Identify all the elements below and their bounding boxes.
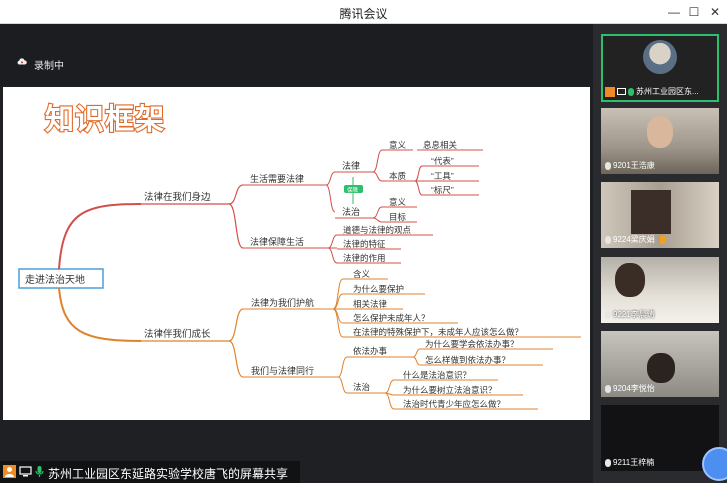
participant-tile-5[interactable]: 9204李悦怡 bbox=[601, 331, 719, 397]
microphone-icon bbox=[605, 235, 611, 244]
avatar bbox=[643, 40, 677, 74]
branch1-sub1: 生活需要法律 bbox=[250, 173, 304, 184]
microphone-icon bbox=[605, 384, 611, 393]
participant-name: 9221李晨涛 bbox=[605, 309, 655, 320]
screen-share-icon bbox=[19, 466, 32, 477]
microphone-icon bbox=[628, 87, 634, 96]
branch1-sub2-item-1: 道德与法律的观点 bbox=[343, 225, 412, 235]
close-button[interactable]: ✕ bbox=[709, 5, 721, 19]
branch2-sub2: 我们与法律同行 bbox=[251, 365, 314, 376]
signal-icon bbox=[659, 235, 666, 244]
microphone-icon bbox=[605, 161, 611, 170]
participant-tile-4[interactable]: 9221李晨涛 bbox=[601, 257, 719, 323]
rule-item-1: 意义 bbox=[389, 197, 407, 207]
minimize-button[interactable]: — bbox=[668, 5, 680, 19]
microphone-icon bbox=[605, 310, 611, 319]
participant-panel: 苏州工业园区东... 9201王浩康 9224梁庆娟 9221李晨涛 9204李… bbox=[593, 24, 727, 483]
branch2-rule-node: 法治 bbox=[353, 382, 371, 392]
law-meaning-note: 息息相关 bbox=[423, 140, 458, 150]
branch2-sub1-item-1: 含义 bbox=[353, 269, 371, 279]
law-essence: 本质 bbox=[389, 171, 407, 181]
cloud-record-icon bbox=[17, 58, 27, 65]
branch1-node: 法律在我们身边 bbox=[144, 191, 211, 203]
branch2-sub1-item-5: 在法律的特殊保护下，未成年人应该怎么做？ bbox=[353, 327, 523, 337]
branch2-rule-item-1: 什么是法治意识？ bbox=[403, 370, 471, 380]
branch2-law-item-2: 怎么样做到依法办事？ bbox=[425, 355, 510, 365]
participant-tile-3[interactable]: 9224梁庆娟 bbox=[601, 182, 719, 248]
branch1-sub2-item-2: 法律的特征 bbox=[343, 239, 386, 249]
law-node: 法律 bbox=[342, 160, 360, 171]
branch2-sub1: 法律为我们护航 bbox=[251, 297, 314, 308]
branch1-sub2: 法律保障生活 bbox=[250, 236, 304, 247]
mind-map: 知识框架 走进法治天地 法律在我们身边 生活需要法律 法律 意义 息息相关 bbox=[18, 101, 581, 410]
rule-item-2: 目标 bbox=[389, 212, 407, 222]
video-feed bbox=[631, 190, 671, 234]
participant-name: 9224梁庆娟 bbox=[605, 234, 666, 245]
participant-tile-6[interactable]: 9211王梓楠 bbox=[601, 405, 719, 471]
participant-name: 9201王浩康 bbox=[605, 160, 655, 171]
essence-item-3: “标尺” bbox=[431, 185, 454, 195]
participant-name: 9211王梓楠 bbox=[605, 457, 654, 468]
shared-screen-area: 录制中 知识框架 走进法治天地 法律在我们身边 生活需要法律 法律 bbox=[0, 24, 593, 483]
link-label: 保障 bbox=[347, 186, 359, 194]
presentation-slide: 知识框架 走进法治天地 法律在我们身边 生活需要法律 法律 意义 息息相关 bbox=[3, 87, 590, 420]
host-badge-icon bbox=[605, 86, 615, 97]
link-label-box bbox=[344, 185, 363, 193]
participant-tile-2[interactable]: 9201王浩康 bbox=[601, 108, 719, 174]
microphone-icon bbox=[35, 466, 44, 477]
slide-banner: 知识框架 bbox=[45, 102, 165, 136]
screen-share-icon bbox=[617, 88, 626, 95]
branch1-sub2-item-3: 法律的作用 bbox=[343, 253, 386, 263]
video-feed bbox=[647, 353, 675, 383]
participant-name: 9204李悦怡 bbox=[605, 383, 655, 394]
participant-name: 苏州工业园区东... bbox=[605, 86, 699, 97]
recording-bar: 录制中 bbox=[0, 24, 593, 86]
law-meaning: 意义 bbox=[389, 140, 407, 150]
branch2-sub1-item-3: 相关法律 bbox=[353, 299, 388, 309]
video-feed bbox=[615, 263, 645, 297]
microphone-icon bbox=[605, 458, 611, 467]
window-title: 腾讯会议 bbox=[339, 7, 388, 21]
rule-node: 法治 bbox=[342, 206, 360, 217]
root-node: 走进法治天地 bbox=[25, 273, 85, 286]
screen-share-label: 苏州工业园区东延路实验学校唐飞的屏幕共享 bbox=[48, 467, 289, 481]
essence-item-2: “工具” bbox=[431, 171, 454, 181]
branch2-sub1-item-4: 怎么保护未成年人？ bbox=[353, 313, 430, 323]
recording-label: 录制中 bbox=[34, 61, 64, 72]
title-bar: 腾讯会议 — ☐ ✕ bbox=[0, 0, 727, 24]
video-feed bbox=[647, 116, 673, 148]
branch2-node: 法律伴我们成长 bbox=[144, 328, 211, 340]
branch2-rule-item-2: 为什么要树立法治意识？ bbox=[403, 385, 497, 395]
root-node-box bbox=[18, 268, 104, 289]
branch2-sub1-item-2: 为什么要保护 bbox=[353, 284, 404, 294]
maximize-button[interactable]: ☐ bbox=[688, 5, 700, 19]
screen-share-status: 苏州工业园区东延路实验学校唐飞的屏幕共享 bbox=[0, 461, 300, 483]
floating-action-button[interactable] bbox=[702, 447, 727, 481]
branch2-rule-item-3: 法治时代青少年应怎么做？ bbox=[403, 399, 505, 409]
branch2-law-item-1: 为什么要学会依法办事？ bbox=[425, 339, 519, 349]
link-root-branch1 bbox=[58, 203, 142, 270]
link-root-branch2 bbox=[58, 287, 142, 342]
essence-item-1: “代表” bbox=[431, 156, 454, 166]
branch2-law-node: 依法办事 bbox=[353, 346, 388, 356]
participant-tile-host[interactable]: 苏州工业园区东... bbox=[601, 34, 719, 102]
user-icon bbox=[3, 465, 16, 478]
